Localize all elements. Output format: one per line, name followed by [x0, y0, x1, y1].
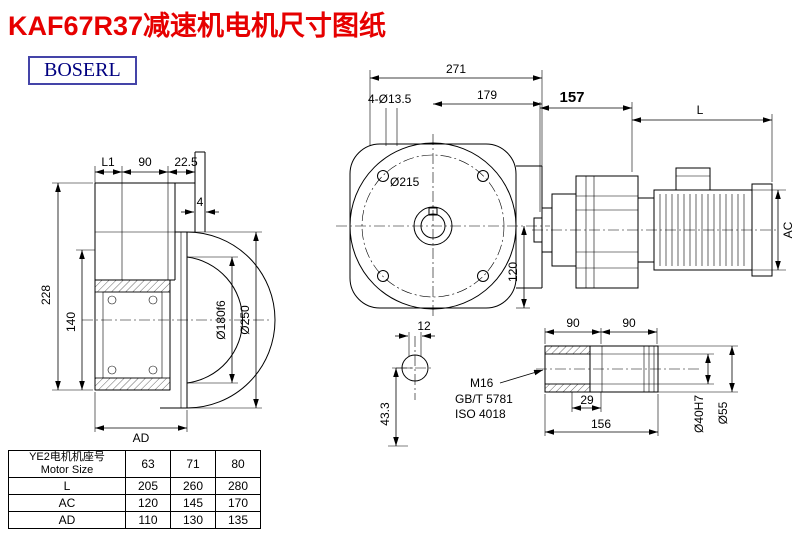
bolt-hole	[377, 270, 389, 282]
standard-gb-label: GB/T 5781	[455, 392, 513, 406]
dim-AC-label: AC	[781, 221, 795, 238]
value-AC-80: 170	[215, 494, 261, 512]
dim-AD-label: AD	[133, 431, 150, 445]
bolt-hole	[477, 170, 489, 182]
value-AD-63: 110	[125, 511, 171, 529]
table-header-en: Motor Size	[40, 464, 94, 476]
dim-4-label: 4	[197, 195, 204, 209]
row-label-AD: AD	[8, 511, 126, 529]
value-L-80: 280	[215, 477, 261, 495]
dim-bore-label: Ø40H7	[692, 395, 706, 433]
page-title: KAF67R37减速机电机尺寸图纸	[8, 11, 387, 41]
dim-22-5-label: 22.5	[174, 155, 198, 169]
dim-43-3-label: 43.3	[378, 402, 392, 426]
fan-cover	[751, 183, 773, 277]
motor-size-table: YE2电机机座号 Motor Size 63 71 80 L 205 260 2…	[8, 450, 261, 529]
bolt-hole	[477, 270, 489, 282]
dim-L1-label: L1	[101, 155, 115, 169]
standard-iso-label: ISO 4018	[455, 407, 506, 421]
terminal-box	[675, 167, 711, 191]
table-size-71: 71	[170, 450, 216, 478]
value-AC-63: 120	[125, 494, 171, 512]
dim-bolt-holes-label: 4-Ø13.5	[368, 92, 412, 106]
value-AC-71: 145	[170, 494, 216, 512]
dim-spigot-label: Ø180f6	[214, 300, 228, 340]
row-label-AC: AC	[8, 494, 126, 512]
dim-228-label: 228	[39, 285, 53, 305]
value-L-71: 260	[170, 477, 216, 495]
motor-view: 157 L AC	[532, 89, 795, 289]
dim-bolt-circle-label: Ø215	[390, 175, 420, 189]
dim-271-label: 271	[446, 62, 466, 76]
dim-120-label: 120	[506, 262, 520, 282]
value-AD-71: 130	[170, 511, 216, 529]
value-AD-80: 135	[215, 511, 261, 529]
dim-140-label: 140	[64, 312, 78, 332]
table-header-motor-size: YE2电机机座号 Motor Size	[8, 450, 126, 478]
dim-179-label: 179	[477, 88, 497, 102]
front-view: 271 179 4-Ø13.5 Ø215 120	[336, 62, 550, 318]
value-L-63: 205	[125, 477, 171, 495]
bolt-hole	[377, 170, 389, 182]
table-row-AD: AD 110 130 135	[8, 511, 261, 529]
thread-label: M16	[470, 376, 494, 390]
shaft-view: 90 90 M16 GB/T 5781 ISO 4018 29 156 Ø40H…	[455, 316, 738, 436]
table-size-80: 80	[215, 450, 261, 478]
brand-logo: BOSERL	[28, 56, 137, 85]
table-row-L: L 205 260 280	[8, 477, 261, 495]
dim-90-left-label: 90	[566, 316, 580, 330]
dim-157-label: 157	[559, 89, 584, 106]
table-header-row: YE2电机机座号 Motor Size 63 71 80	[8, 450, 261, 478]
dim-12-label: 12	[417, 319, 431, 333]
dim-L-label: L	[697, 103, 704, 117]
dim-90-label: 90	[138, 155, 152, 169]
dim-90-right-label: 90	[622, 316, 636, 330]
side-view: L1 90 22.5 4 228 140 AD Ø180f6	[39, 151, 276, 445]
dim-156-label: 156	[591, 417, 611, 431]
detail-view: 12 43.3	[378, 319, 435, 447]
table-size-63: 63	[125, 450, 171, 478]
dim-outer-label: Ø55	[716, 401, 730, 424]
row-label-L: L	[8, 477, 126, 495]
table-header-cn: YE2电机机座号	[29, 451, 105, 463]
dim-29-label: 29	[580, 393, 594, 407]
table-row-AC: AC 120 145 170	[8, 494, 261, 512]
dim-flange-label: Ø250	[238, 305, 252, 335]
